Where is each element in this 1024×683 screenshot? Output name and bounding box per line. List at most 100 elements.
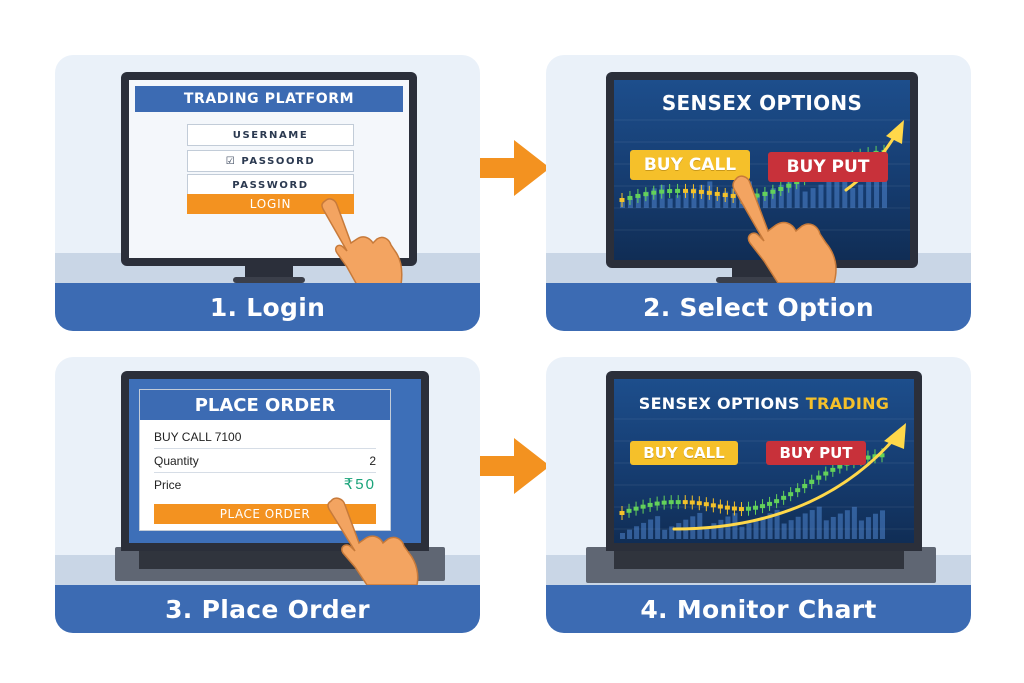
laptop-keyboard xyxy=(614,551,904,569)
password-field-with-checkbox[interactable]: ☑ PASSOORD xyxy=(187,150,354,172)
monitor: TRADING PLATFORM USERNAME ☑ PASSOORD PAS… xyxy=(121,72,417,266)
volume-bar xyxy=(732,513,738,539)
volume-bar xyxy=(669,526,675,539)
volume-bar xyxy=(715,195,721,208)
step-caption: 1. Login xyxy=(55,283,480,331)
volume-bar xyxy=(627,529,633,539)
volume-bar xyxy=(781,523,787,539)
volume-bar xyxy=(802,191,808,208)
volume-bar xyxy=(711,523,717,539)
order-form: PLACE ORDER BUY CALL 7100 Quantity 2 Pri… xyxy=(139,389,391,531)
volume-bar xyxy=(858,520,864,539)
candle xyxy=(640,504,646,509)
candle xyxy=(619,511,625,515)
volume-bar xyxy=(818,184,824,208)
candle xyxy=(633,506,639,511)
login-button[interactable]: LOGIN xyxy=(187,194,354,214)
candle xyxy=(659,189,665,194)
volume-bar xyxy=(865,517,871,539)
candle xyxy=(767,501,773,506)
volume-bar xyxy=(844,510,850,539)
volume-bar xyxy=(739,526,745,539)
volume-bar xyxy=(767,513,773,539)
step-select-option-panel: SENSEX OPTIONS BUY CALL BUY PUT 2. Selec… xyxy=(546,55,971,331)
volume-bar xyxy=(774,509,780,539)
volume-bar xyxy=(809,510,815,539)
order-row-price: Price ₹50 xyxy=(154,474,376,496)
candle xyxy=(837,464,843,469)
candle xyxy=(675,500,681,505)
monitor-stand xyxy=(245,265,293,279)
password-field[interactable]: PASSWORD xyxy=(187,174,354,196)
volume-bar xyxy=(718,519,724,539)
buy-put-button[interactable]: BUY PUT xyxy=(766,441,866,465)
volume-bar xyxy=(634,526,640,539)
buy-put-button[interactable]: BUY PUT xyxy=(768,152,888,182)
candle xyxy=(879,453,885,458)
candle xyxy=(794,180,800,185)
platform-title: TRADING PLATFORM xyxy=(135,86,403,112)
username-field[interactable]: USERNAME xyxy=(187,124,354,146)
candle xyxy=(778,186,784,191)
pointing-hand-icon xyxy=(321,198,403,285)
quantity-value[interactable]: 2 xyxy=(369,454,376,468)
volume-bar xyxy=(850,188,856,208)
candle xyxy=(667,189,673,194)
volume-bar xyxy=(842,174,848,208)
quantity-label: Quantity xyxy=(154,454,199,468)
order-title: PLACE ORDER xyxy=(140,390,390,420)
buy-call-button[interactable]: BUY CALL xyxy=(630,150,750,180)
candle xyxy=(738,507,744,512)
volume-bar xyxy=(802,513,808,539)
volume-bar xyxy=(794,177,800,208)
volume-bar xyxy=(667,198,673,208)
candle xyxy=(774,499,780,504)
candle xyxy=(760,504,766,509)
candle xyxy=(830,467,836,472)
candle xyxy=(647,502,653,507)
volume-bar xyxy=(697,512,703,539)
candle xyxy=(731,506,737,511)
candle xyxy=(710,503,716,508)
candle xyxy=(781,495,787,500)
trend-arrow-icon xyxy=(884,423,906,449)
step-login-panel: TRADING PLATFORM USERNAME ☑ PASSOORD PAS… xyxy=(55,55,480,331)
candle xyxy=(714,191,720,196)
pointing-hand-icon xyxy=(327,497,419,585)
candle xyxy=(682,500,688,505)
volume-bar xyxy=(795,516,801,539)
candle xyxy=(703,502,709,507)
volume-bar xyxy=(826,181,832,208)
volume-bar xyxy=(620,533,625,539)
volume-bar xyxy=(830,516,836,539)
volume-bar xyxy=(655,516,661,539)
candle xyxy=(696,501,702,506)
volume-bar xyxy=(788,520,794,539)
candle xyxy=(654,501,660,506)
volume-bar xyxy=(760,516,766,539)
volume-bar xyxy=(704,526,710,539)
volume-bar xyxy=(662,529,668,539)
candle xyxy=(872,454,878,459)
step-caption: 4. Monitor Chart xyxy=(546,585,971,633)
volume-bar xyxy=(837,513,843,539)
candle xyxy=(717,504,723,509)
price-label: Price xyxy=(154,478,182,492)
candle xyxy=(762,191,768,196)
volume-bar xyxy=(753,520,759,539)
candle xyxy=(795,488,801,493)
title-main: SENSEX OPTIONS xyxy=(638,393,800,413)
candle xyxy=(722,193,728,198)
volume-bar xyxy=(872,513,878,539)
place-order-button[interactable]: PLACE ORDER xyxy=(154,504,376,524)
volume-bar xyxy=(866,181,872,208)
laptop-screen: PLACE ORDER BUY CALL 7100 Quantity 2 Pri… xyxy=(121,371,429,551)
volume-bar xyxy=(880,510,885,539)
order-row-contract: BUY CALL 7100 xyxy=(154,426,376,449)
arrow-right-icon xyxy=(470,438,550,494)
buy-call-button[interactable]: BUY CALL xyxy=(630,441,738,465)
candle xyxy=(786,183,792,188)
candle xyxy=(690,189,696,194)
candle xyxy=(675,188,681,193)
price-value[interactable]: ₹50 xyxy=(343,476,376,493)
